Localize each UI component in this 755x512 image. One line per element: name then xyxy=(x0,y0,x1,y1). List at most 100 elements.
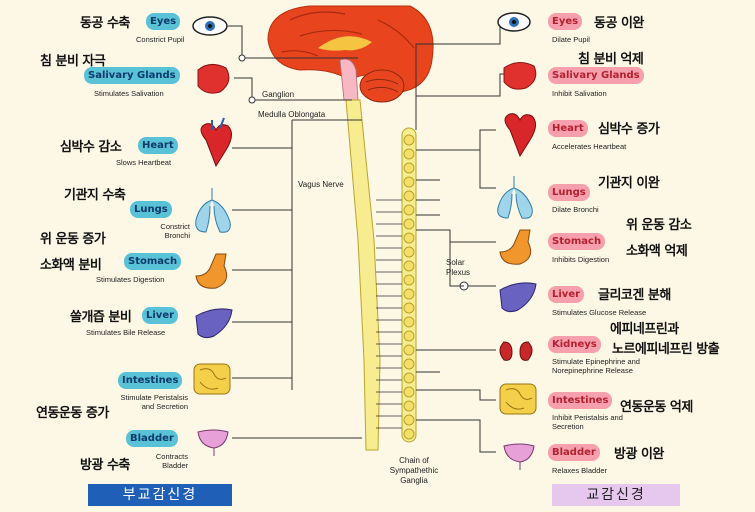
sym-stomach-box: Stomach xyxy=(548,233,606,250)
para-stomach-ko-2: 소화액 분비 xyxy=(40,258,102,273)
sym-liver-effect: Stimulates Glucose Release xyxy=(552,308,647,317)
spinal-cord xyxy=(345,99,381,451)
ganglion-bead xyxy=(403,190,415,202)
chain-ganglia xyxy=(403,134,415,440)
solar-plexus-label: Solar Plexus xyxy=(446,258,471,277)
ganglion-bead xyxy=(403,274,415,286)
para-lungs-ko: 기관지 수축 xyxy=(64,188,126,203)
ganglion-label: Ganglion xyxy=(262,90,295,99)
para-liver-box: Liver xyxy=(142,307,179,324)
ganglion-bead xyxy=(403,386,415,398)
salivary-gland-icon xyxy=(197,64,230,94)
intestines-icon-right xyxy=(499,383,537,415)
sym-salivary-ko: 침 분비 억제 xyxy=(578,52,644,67)
rami-communicantes xyxy=(376,199,402,429)
para-heart-box: Heart xyxy=(138,137,178,154)
sym-intestines-ko: 연동운동 억제 xyxy=(620,400,693,415)
medulla-label: Medulla Oblongata xyxy=(258,110,326,119)
ganglion-bead xyxy=(403,204,415,216)
para-salivary-ko: 침 분비 자극 xyxy=(40,54,106,69)
sym-kidneys-effect: Stimulate Epinephrine and Norepinephrine… xyxy=(552,357,640,375)
sym-liver-ko: 글리코겐 분해 xyxy=(598,288,671,303)
para-eyes-box: Eyes xyxy=(146,13,181,30)
para-intestines-effect: Stimulate Peristalsis and Secretion xyxy=(120,393,188,411)
eye-icon-right xyxy=(497,12,531,32)
lungs-icon-right xyxy=(497,176,533,219)
brain-illustration xyxy=(267,5,434,103)
bladder-icon xyxy=(197,429,229,456)
sym-bladder-box: Bladder xyxy=(548,444,600,461)
salivary-gland-icon-right xyxy=(503,62,537,90)
para-intestines-box: Intestines xyxy=(118,372,183,389)
para-salivary-box: Salivary Glands xyxy=(84,67,180,84)
sym-salivary-effect: Inhibit Salivation xyxy=(552,89,607,98)
ganglion-bead xyxy=(403,344,415,356)
para-intestines-ko: 연동운동 증가 xyxy=(36,406,109,421)
ganglion-bead xyxy=(403,428,415,440)
sym-bladder-effect: Relaxes Bladder xyxy=(552,466,608,475)
ganglion-bead xyxy=(403,302,415,314)
ganglion-bead xyxy=(403,246,415,258)
sym-stomach-ko-2: 소화액 억제 xyxy=(626,244,688,259)
liver-icon-right xyxy=(499,282,537,313)
para-bladder-effect: Contracts Bladder xyxy=(155,452,188,470)
heart-icon-right xyxy=(504,113,536,158)
sym-lungs-ko: 기관지 이완 xyxy=(598,176,660,191)
para-stomach-ko-1: 위 운동 증가 xyxy=(40,232,106,247)
para-stomach-box: Stomach xyxy=(124,253,182,270)
sym-eyes-ko: 동공 이완 xyxy=(594,16,644,31)
ganglion-bead xyxy=(403,218,415,230)
sympathetic-footer: 교감신경 xyxy=(552,484,680,506)
sym-eyes-effect: Dilate Pupil xyxy=(552,35,590,44)
sym-bladder-ko: 방광 이완 xyxy=(614,447,664,462)
heart-icon xyxy=(200,117,232,168)
sym-intestines-effect: Inhibit Peristalsis and Secretion xyxy=(552,413,623,431)
sym-liver-box: Liver xyxy=(548,286,585,303)
kidneys-icon xyxy=(499,341,533,361)
ganglion-bead xyxy=(403,316,415,328)
sym-eyes-box: Eyes xyxy=(548,13,583,30)
para-bladder-ko: 방광 수축 xyxy=(80,458,130,473)
sym-kidneys-ko-1: 에피네프린과 xyxy=(610,322,679,337)
para-eyes-effect: Constrict Pupil xyxy=(136,35,185,44)
para-liver-effect: Stimulates Bile Release xyxy=(86,328,166,337)
stomach-icon xyxy=(195,253,228,289)
sym-salivary-box: Salivary Glands xyxy=(548,67,644,84)
para-heart-ko: 심박수 감소 xyxy=(60,140,122,155)
parasympathetic-footer: 부교감신경 xyxy=(88,484,232,506)
para-lungs-effect: Constrict Bronchi xyxy=(160,222,190,240)
para-bladder-box: Bladder xyxy=(126,430,178,447)
sym-kidneys-ko-2: 노르에피네프린 방출 xyxy=(612,342,720,357)
sym-heart-ko: 심박수 증가 xyxy=(598,122,660,137)
ganglion-bead xyxy=(403,330,415,342)
chain-label: Chain of Sympathethic Ganglia xyxy=(389,456,439,485)
vagus-label: Vagus Nerve xyxy=(298,180,344,189)
sym-intestines-box: Intestines xyxy=(548,392,613,409)
ganglion-bead xyxy=(403,288,415,300)
eye-icon xyxy=(192,16,228,36)
liver-icon xyxy=(195,308,233,339)
ganglion-bead xyxy=(403,176,415,188)
ganglion-bead xyxy=(403,400,415,412)
ganglion-bead xyxy=(403,414,415,426)
para-salivary-effect: Stimulates Salivation xyxy=(94,89,164,98)
sym-heart-box: Heart xyxy=(548,120,588,137)
bladder-icon-right xyxy=(503,443,535,470)
para-heart-effect: Slows Heartbeat xyxy=(116,158,172,167)
parasympathetic-lines xyxy=(228,25,362,439)
ganglion-bead xyxy=(403,134,415,146)
sym-stomach-ko-1: 위 운동 감소 xyxy=(626,218,692,233)
para-stomach-effect: Stimulates Digestion xyxy=(96,275,165,284)
sym-stomach-effect: Inhibits Digestion xyxy=(552,255,610,264)
sym-heart-effect: Accelerates Heartbeat xyxy=(552,142,627,151)
ganglion-bead xyxy=(403,260,415,272)
ganglion-bead xyxy=(403,372,415,384)
intestines-icon xyxy=(193,363,231,395)
para-lungs-box: Lungs xyxy=(130,201,172,218)
sym-lungs-effect: Dilate Bronchi xyxy=(552,205,599,214)
ganglion-bead xyxy=(403,358,415,370)
para-eyes-ko: 동공 수축 xyxy=(80,16,130,31)
stomach-icon-right xyxy=(499,229,532,265)
sym-lungs-box: Lungs xyxy=(548,184,590,201)
